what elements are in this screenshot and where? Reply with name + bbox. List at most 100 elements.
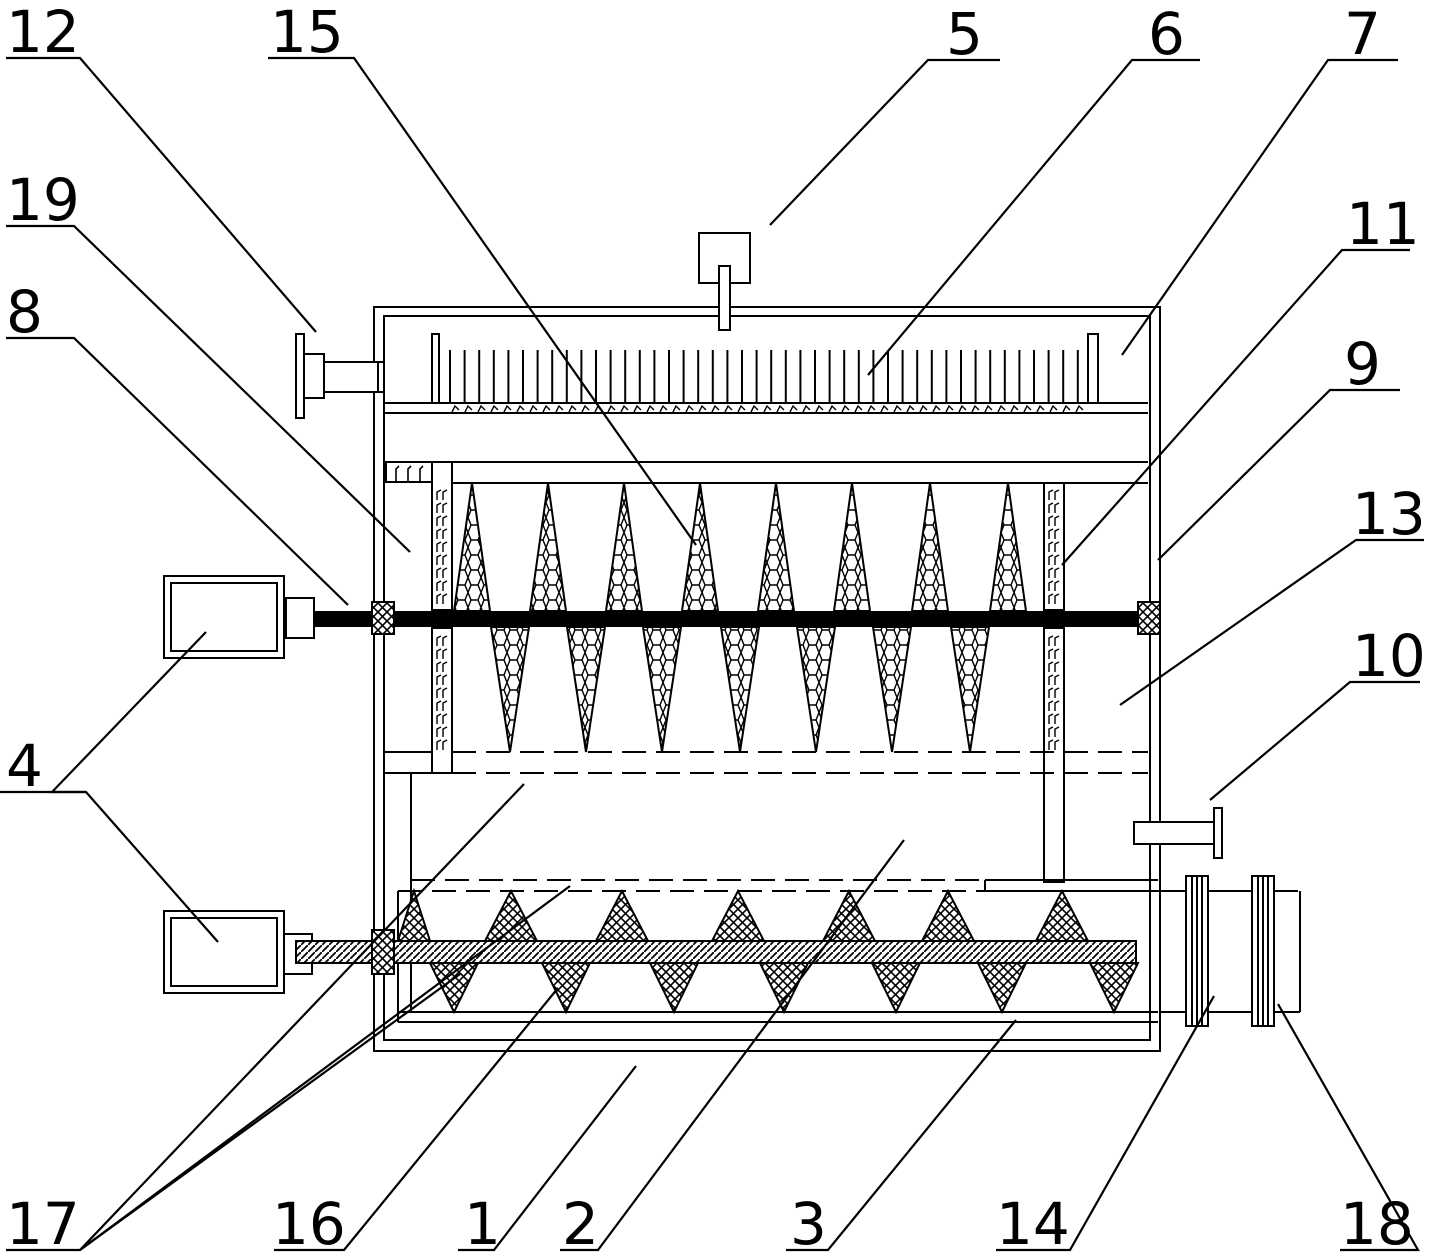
comb-hatch-mark bbox=[750, 404, 759, 413]
callout-10: 10 bbox=[1352, 622, 1426, 690]
spiral-blade-top bbox=[988, 482, 1028, 612]
comb-hatch-mark bbox=[789, 404, 798, 413]
callout-2: 2 bbox=[562, 1190, 599, 1258]
wall-hatch-mark bbox=[1048, 674, 1054, 685]
comb-hatch-mark bbox=[477, 404, 486, 413]
wall-hatch-mark bbox=[442, 739, 448, 750]
screw-flight-bottom bbox=[870, 962, 922, 1015]
comb-hatch-mark bbox=[698, 404, 707, 413]
wall-hatch-mark bbox=[442, 687, 448, 698]
comb-hatch-mark bbox=[542, 404, 551, 413]
screw-flight-bottom bbox=[758, 962, 810, 1015]
wall-hatch-mark bbox=[442, 713, 448, 724]
wall-hatch-mark bbox=[1048, 648, 1054, 659]
wall-hatch-mark bbox=[442, 567, 448, 578]
wall-hatch-mark bbox=[436, 541, 442, 552]
spiral-blade-bottom bbox=[641, 626, 683, 753]
comb-hatch-mark bbox=[1075, 404, 1084, 413]
callout-7: 7 bbox=[1344, 0, 1381, 68]
lower-motor bbox=[163, 910, 313, 994]
wall-hatch-mark bbox=[1048, 489, 1054, 500]
wall-hatch-mark bbox=[1054, 726, 1060, 737]
wall-hatch-mark bbox=[442, 726, 448, 737]
leader-lines bbox=[0, 56, 1424, 1252]
wall-hatch-mark bbox=[1054, 700, 1060, 711]
screw-flight-top bbox=[710, 888, 766, 942]
comb-hatch-mark bbox=[854, 404, 863, 413]
callout-12: 12 bbox=[6, 0, 80, 66]
wall-hatch-mark bbox=[1054, 554, 1060, 565]
comb-hatch-mark bbox=[724, 404, 733, 413]
callout-labels: 12 15 5 6 7 19 11 8 9 13 10 4 17 16 1 2 … bbox=[6, 0, 1426, 1258]
comb-hatch-mark bbox=[646, 404, 655, 413]
callout-18: 18 bbox=[1340, 1190, 1414, 1258]
wall-hatch-mark bbox=[1048, 713, 1054, 724]
wall-hatch-mark bbox=[1048, 739, 1054, 750]
wall-hatch-mark bbox=[1048, 661, 1054, 672]
callout-4: 4 bbox=[6, 732, 43, 800]
wall-hatch-mark bbox=[1054, 528, 1060, 539]
comb-hatch-mark bbox=[893, 404, 902, 413]
comb-hatch-mark bbox=[958, 404, 967, 413]
wall-hatch-mark bbox=[1048, 567, 1054, 578]
comb-hatch-mark bbox=[1062, 404, 1071, 413]
screw-flight-bottom bbox=[648, 962, 700, 1015]
wall-hatch-mark bbox=[1048, 580, 1054, 591]
comb-hatch-mark bbox=[529, 404, 538, 413]
screw-flight-top bbox=[821, 888, 877, 942]
upper-chamber bbox=[384, 461, 1148, 1012]
wall-hatch-mark bbox=[436, 593, 442, 604]
comb-hatch-mark bbox=[919, 404, 928, 413]
wall-hatch-mark bbox=[436, 648, 442, 659]
callout-5: 5 bbox=[946, 0, 983, 68]
comb-hatch-mark bbox=[763, 404, 772, 413]
wall-hatch-mark bbox=[436, 674, 442, 685]
wall-hatch-mark bbox=[1054, 635, 1060, 646]
comb-hatch-mark bbox=[971, 404, 980, 413]
inlet-pipe bbox=[295, 333, 385, 419]
spiral-blade-top bbox=[528, 482, 568, 612]
wall-hatch-mark bbox=[1048, 528, 1054, 539]
housing bbox=[373, 306, 1161, 1052]
wall-hatch-mark bbox=[1054, 489, 1060, 500]
comb-hatch-mark bbox=[997, 404, 1006, 413]
comb-hatch-mark bbox=[672, 404, 681, 413]
wall-hatch-mark bbox=[1054, 593, 1060, 604]
callout-13: 13 bbox=[1352, 480, 1426, 548]
comb-hatch-mark bbox=[503, 404, 512, 413]
wall-hatch-mark bbox=[436, 515, 442, 526]
comb-hatch-mark bbox=[1010, 404, 1019, 413]
comb-hatch-mark bbox=[945, 404, 954, 413]
wall-hatch-mark bbox=[1048, 515, 1054, 526]
comb-hatch-mark bbox=[1036, 404, 1045, 413]
screw-flight-bottom bbox=[976, 962, 1028, 1015]
screw-flight-bottom bbox=[1088, 962, 1140, 1015]
comb-hatch-mark bbox=[633, 404, 642, 413]
screw-flight-bottom bbox=[428, 962, 480, 1015]
wall-hatch-mark bbox=[442, 593, 448, 604]
comb-hatch-mark bbox=[1049, 404, 1058, 413]
wall-hatch-mark bbox=[442, 528, 448, 539]
comb-hatch-mark bbox=[555, 404, 564, 413]
comb-hatch-mark bbox=[984, 404, 993, 413]
wall-hatch-mark bbox=[1054, 713, 1060, 724]
spiral-blade-bottom bbox=[719, 626, 761, 753]
spiral-blade-bottom bbox=[565, 626, 607, 753]
wall-hatch-mark bbox=[442, 635, 448, 646]
spiral-blade-top bbox=[832, 482, 872, 612]
spiral-blade-top bbox=[452, 482, 492, 612]
wall-hatch-mark bbox=[436, 528, 442, 539]
wall-hatch-mark bbox=[1054, 739, 1060, 750]
comb-hatch-mark bbox=[685, 404, 694, 413]
callout-6: 6 bbox=[1148, 0, 1185, 68]
comb-hatch-mark bbox=[451, 404, 460, 413]
comb-hatch-mark bbox=[802, 404, 811, 413]
screw-flight-top bbox=[1034, 888, 1090, 942]
callout-15: 15 bbox=[270, 0, 344, 66]
wall-hatch-mark bbox=[442, 515, 448, 526]
top-motor bbox=[698, 232, 751, 331]
wall-hatch-mark bbox=[436, 700, 442, 711]
comb-hatch-mark bbox=[828, 404, 837, 413]
comb-hatch-mark bbox=[659, 404, 668, 413]
